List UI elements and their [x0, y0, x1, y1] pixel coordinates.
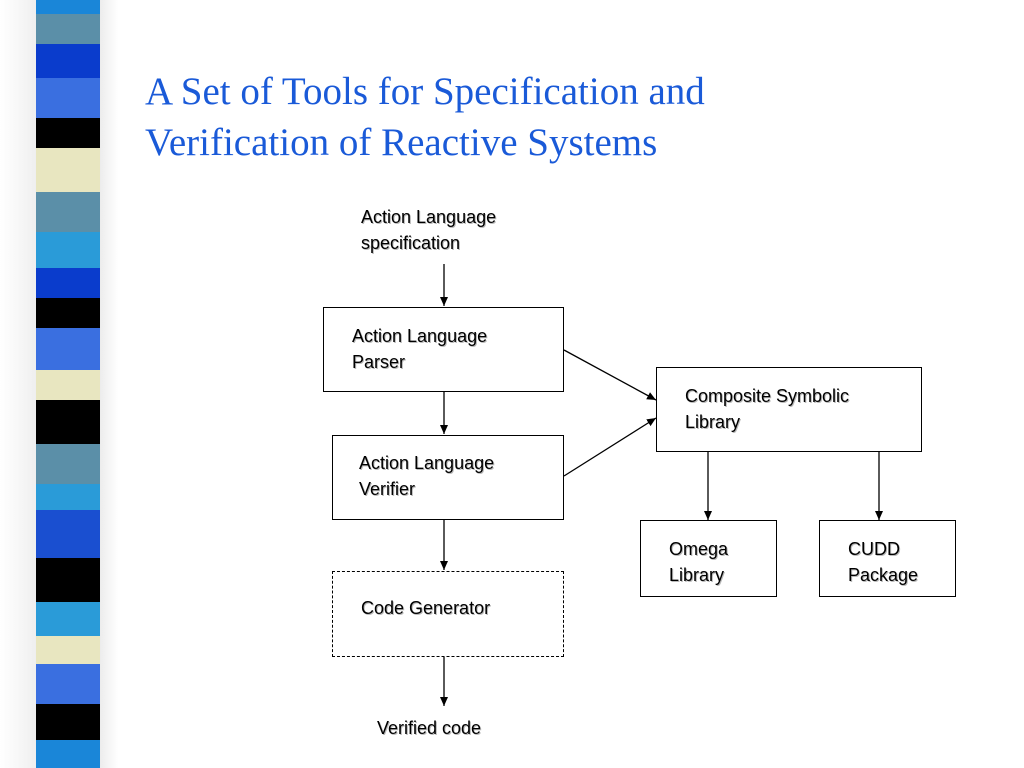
stripe-segment: [36, 44, 100, 78]
verifier-label-line-2: Verifier: [359, 479, 416, 499]
parser-label: Action Language Parser: [352, 323, 487, 375]
input-label-line-1: Action Language: [361, 207, 497, 227]
composite-library-label-line-2: Library: [685, 412, 741, 432]
stripe-segment: [36, 602, 100, 636]
slide-title-line-1: A Set of Tools for Specification and: [145, 70, 705, 113]
omega-library-label-line-2: Library: [669, 565, 725, 585]
slide-title-line-2: Verification of Reactive Systems: [145, 121, 658, 164]
code-generator-box: Code Generator: [332, 571, 564, 657]
stripe-segment: [36, 510, 100, 558]
stripe-segment: [36, 444, 100, 484]
decorative-side-bar: [0, 0, 118, 768]
stripe-strip: [36, 0, 100, 768]
output-label-line-1: Verified code: [377, 718, 482, 738]
composite-library-label-line-1: Composite Symbolic: [685, 386, 850, 406]
stripe-segment: [36, 558, 100, 602]
arrow-parser-library: [554, 342, 657, 401]
cudd-package-box: CUDD Package: [819, 520, 956, 597]
stripe-segment: [36, 664, 100, 704]
stripe-segment: [36, 370, 100, 400]
stripe-segment: [36, 740, 100, 768]
input-label-line-2: specification: [361, 233, 461, 253]
stripe-segment: [36, 328, 100, 370]
omega-library-label: Omega Library: [669, 536, 728, 588]
stripe-segment: [36, 0, 100, 14]
stripe-segment: [36, 268, 100, 298]
parser-label-line-1: Action Language: [352, 326, 488, 346]
omega-library-label-line-1: Omega: [669, 539, 729, 559]
stripe-segment: [36, 192, 100, 232]
composite-library-box: Composite Symbolic Library: [656, 367, 922, 452]
input-label: Action Language specification: [361, 204, 496, 256]
stripe-segment: [36, 14, 100, 44]
slide-title: A Set of Tools for Specification and Ver…: [145, 66, 985, 168]
stripe-segment: [36, 704, 100, 740]
parser-label-line-2: Parser: [352, 352, 406, 372]
code-generator-label: Code Generator: [361, 595, 490, 621]
composite-library-label: Composite Symbolic Library: [685, 383, 849, 435]
stripe-segment: [36, 298, 100, 328]
stripe-segment: [36, 636, 100, 664]
omega-library-box: Omega Library: [640, 520, 777, 597]
stripe-segment: [36, 148, 100, 192]
stripe-segment: [36, 118, 100, 148]
verifier-label-line-1: Action Language: [359, 453, 495, 473]
stripe-segment: [36, 400, 100, 444]
stripe-segment: [36, 78, 100, 118]
verifier-label: Action Language Verifier: [359, 450, 494, 502]
arrow-verifier-library: [554, 417, 657, 485]
verifier-box: Action Language Verifier: [332, 435, 564, 520]
stripe-segment: [36, 484, 100, 510]
parser-box: Action Language Parser: [323, 307, 564, 392]
output-label: Verified code: [377, 715, 481, 741]
cudd-package-label-line-2: Package: [848, 565, 919, 585]
cudd-package-label-line-1: CUDD: [848, 539, 900, 559]
code-generator-label-line-1: Code Generator: [361, 598, 491, 618]
cudd-package-label: CUDD Package: [848, 536, 918, 588]
stripe-segment: [36, 232, 100, 268]
